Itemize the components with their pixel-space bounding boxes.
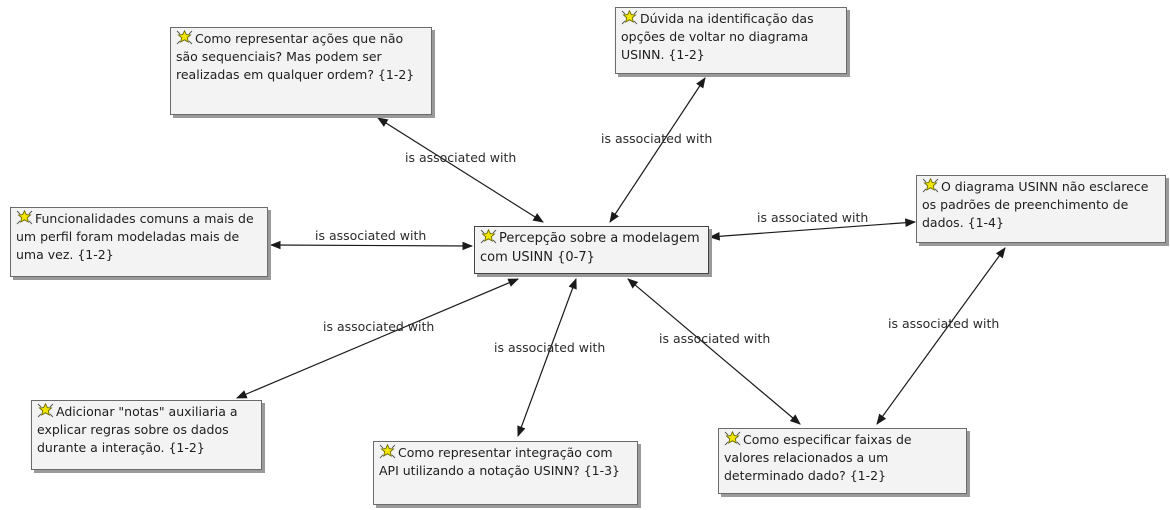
quotation-star-icon	[16, 209, 33, 225]
edge-n7-central	[627, 278, 801, 425]
quotation-node-n3[interactable]: Funcionalidades comuns a mais de um perf…	[10, 207, 268, 277]
edge-label-n2: is associated with	[601, 131, 713, 146]
edge-n1-central	[377, 117, 544, 223]
quotation-node-n1[interactable]: Como representar ações que não são seque…	[170, 27, 432, 115]
edge-n7-n4	[876, 247, 1006, 425]
quotation-star-icon	[379, 443, 396, 459]
quotation-star-icon	[176, 29, 193, 45]
edge-n2-central	[609, 77, 706, 223]
node-text: Como especificar faixas de valores relac…	[724, 432, 912, 483]
quotation-node-n7[interactable]: Como especificar faixas de valores relac…	[718, 428, 967, 494]
edge-label-n7-n4: is associated with	[888, 316, 1000, 331]
quotation-star-icon	[37, 402, 54, 418]
quotation-node-n6[interactable]: Como representar integração com API util…	[373, 441, 638, 505]
node-text: Como representar ações que não são seque…	[176, 31, 415, 82]
quotation-node-n2[interactable]: Dúvida na identificação das opções de vo…	[615, 7, 847, 74]
central-node[interactable]: Percepção sobre a modelagem com USINN {0…	[474, 226, 709, 274]
node-text: Adicionar "notas" auxiliaria a explicar …	[37, 404, 238, 455]
quotation-star-icon	[724, 430, 741, 446]
edge-label-n3: is associated with	[315, 228, 427, 243]
node-text: Como representar integração com API util…	[379, 445, 621, 478]
node-text: Percepção sobre a modelagem com USINN {0…	[480, 231, 700, 265]
node-text: Dúvida na identificação das opções de vo…	[621, 11, 814, 62]
edge-n5-central	[236, 278, 519, 399]
edge-label-n6: is associated with	[494, 340, 606, 355]
edge-label-n1: is associated with	[405, 150, 517, 165]
quotation-node-n4[interactable]: O diagrama USINN não esclarece os padrõe…	[916, 175, 1166, 243]
edge-label-n4: is associated with	[757, 210, 869, 225]
node-text: Funcionalidades comuns a mais de um perf…	[16, 211, 254, 262]
quotation-star-icon	[480, 228, 497, 244]
quotation-star-icon	[922, 177, 939, 193]
edge-n4-central	[708, 218, 917, 241]
edge-label-n5: is associated with	[323, 319, 435, 334]
edge-label-n7: is associated with	[659, 331, 771, 346]
quotation-star-icon	[621, 9, 638, 25]
node-text: O diagrama USINN não esclarece os padrõe…	[922, 179, 1149, 230]
edge-n3-central	[269, 240, 474, 251]
quotation-node-n5[interactable]: Adicionar "notas" auxiliaria a explicar …	[31, 400, 262, 470]
edge-n6-central	[517, 277, 577, 438]
